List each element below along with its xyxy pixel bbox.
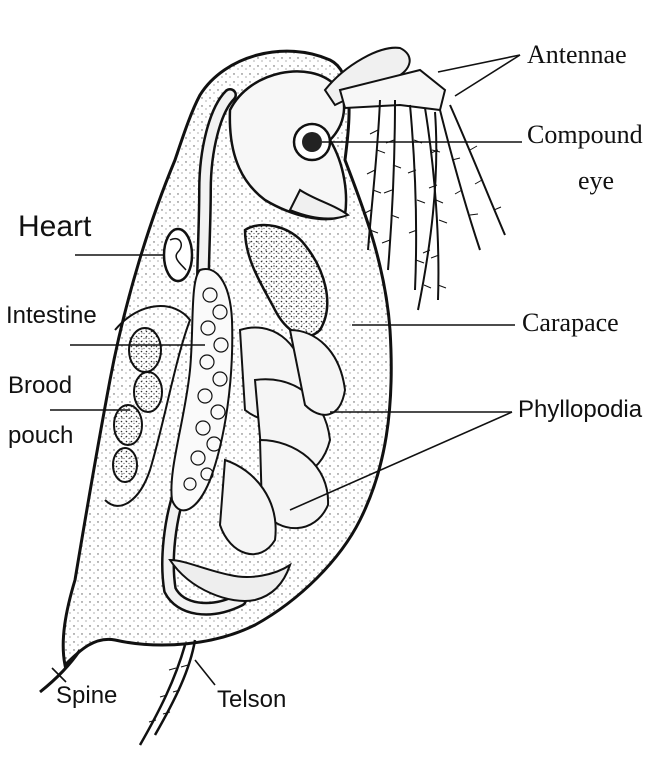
brood-egg-4: [113, 448, 137, 482]
brood-egg-1: [129, 328, 161, 372]
label-phyllopodia: Phyllopodia: [518, 398, 642, 422]
label-intestine: Intestine: [6, 304, 97, 328]
label-brood-pouch-line2: pouch: [8, 424, 73, 448]
label-compound-eye-line2: eye: [578, 168, 614, 194]
label-brood-pouch-line1: Brood: [8, 374, 72, 398]
compound-eye-pupil: [302, 132, 322, 152]
label-carapace: Carapace: [522, 310, 619, 336]
label-telson: Telson: [217, 688, 286, 712]
label-antennae: Antennae: [527, 42, 627, 68]
heart-organ: [164, 229, 192, 281]
label-spine: Spine: [56, 684, 117, 708]
brood-egg-3: [114, 405, 142, 445]
label-heart: Heart: [18, 212, 91, 242]
antenna-setae: [368, 100, 505, 310]
label-compound-eye-line1: Compound: [527, 122, 643, 148]
brood-egg-2: [134, 372, 162, 412]
leader-telson: [195, 660, 215, 685]
telson-claws: [140, 640, 195, 745]
